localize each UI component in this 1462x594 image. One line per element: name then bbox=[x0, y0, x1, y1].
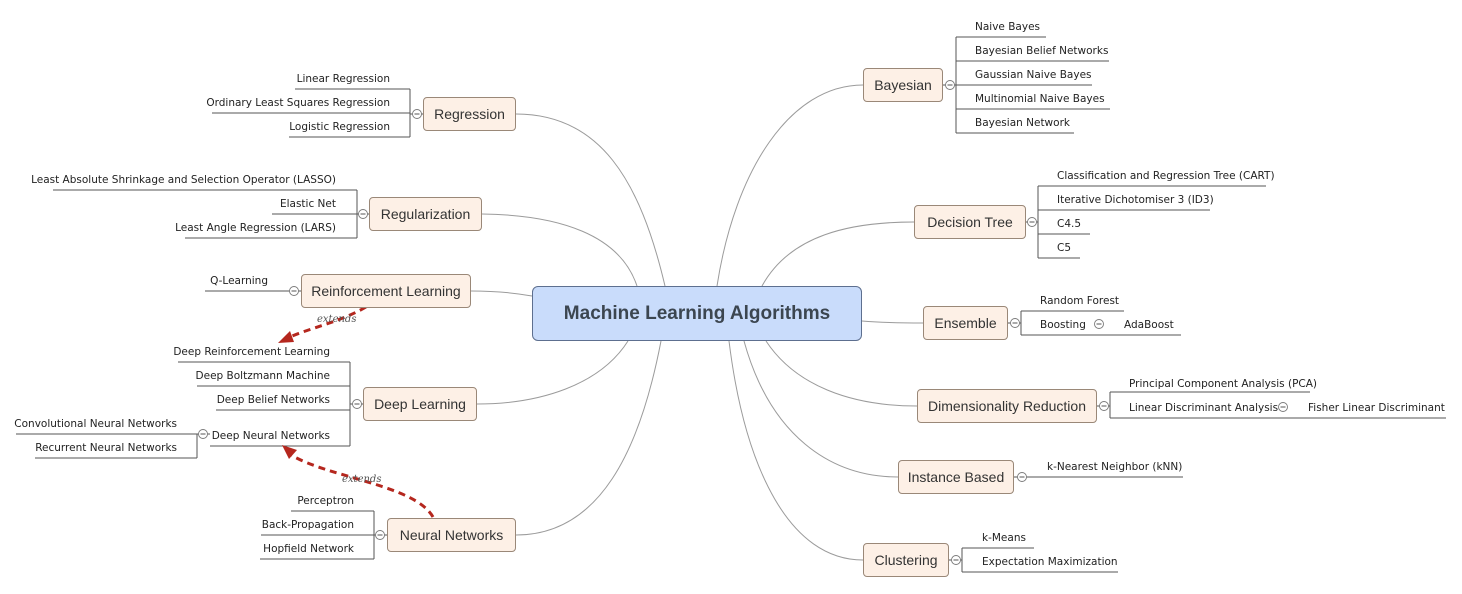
collapse-icon-deep-learning[interactable] bbox=[352, 399, 362, 409]
leaf-perceptron[interactable]: Perceptron bbox=[297, 495, 354, 507]
leaf-pca[interactable]: Principal Component Analysis (PCA) bbox=[1129, 378, 1318, 390]
branch-regression bbox=[515, 113, 666, 287]
leaf-bayesian-network[interactable]: Bayesian Network bbox=[975, 117, 1070, 129]
leaf-naive-bayes[interactable]: Naive Bayes bbox=[975, 21, 1040, 33]
leaf-c45[interactable]: C4.5 bbox=[1057, 218, 1082, 230]
branch-regularization bbox=[481, 213, 638, 287]
collapse-icon-bayesian[interactable] bbox=[945, 80, 955, 90]
topic-reinforcement-learning[interactable]: Reinforcement Learning bbox=[301, 274, 471, 308]
leaf-boosting[interactable]: Boosting bbox=[1040, 319, 1086, 331]
leaf-linear-regression[interactable]: Linear Regression bbox=[296, 73, 390, 85]
collapse-icon-neural-networks[interactable] bbox=[375, 530, 385, 540]
topic-neural-networks[interactable]: Neural Networks bbox=[387, 518, 516, 552]
topic-dimensionality-reduction[interactable]: Dimensionality Reduction bbox=[917, 389, 1097, 423]
relationship-label: extends bbox=[317, 314, 357, 325]
topic-regression[interactable]: Regression bbox=[423, 97, 516, 131]
leaf-convolutional-neural-networks[interactable]: Convolutional Neural Networks bbox=[14, 418, 177, 430]
topic-clustering[interactable]: Clustering bbox=[863, 543, 949, 577]
leaf-fisher-linear-discriminant[interactable]: Fisher Linear Discriminant bbox=[1308, 402, 1445, 414]
branch-deep-learning bbox=[476, 340, 629, 405]
collapse-icon-lda[interactable] bbox=[1278, 402, 1288, 412]
leaf-recurrent-neural-networks[interactable]: Recurrent Neural Networks bbox=[35, 442, 177, 454]
topic-decision-tree[interactable]: Decision Tree bbox=[914, 205, 1026, 239]
branch-neural-networks bbox=[515, 340, 662, 536]
branch-instance bbox=[743, 340, 899, 478]
collapse-icon-clustering[interactable] bbox=[951, 555, 961, 565]
leaf-deep-reinforcement-learning[interactable]: Deep Reinforcement Learning bbox=[173, 346, 330, 358]
relationship-line-reinforcement-deep-rl[interactable] bbox=[289, 305, 367, 339]
topic-instance-based[interactable]: Instance Based bbox=[898, 460, 1014, 494]
branch-reinforcement bbox=[470, 290, 533, 297]
leaf-elastic-net[interactable]: Elastic Net bbox=[279, 198, 336, 210]
leaf-expectation-maximization[interactable]: Expectation Maximization bbox=[982, 556, 1118, 568]
branch-decision-tree bbox=[761, 221, 915, 287]
collapse-icon-regularization[interactable] bbox=[358, 209, 368, 219]
collapse-toggles bbox=[198, 80, 1288, 565]
leaf-random-forest[interactable]: Random Forest bbox=[1040, 295, 1120, 307]
branch-dimensionality bbox=[765, 340, 918, 407]
topic-bayesian[interactable]: Bayesian bbox=[863, 68, 943, 102]
leaf-multinomial-naive-bayes[interactable]: Multinomial Naive Bayes bbox=[975, 93, 1105, 105]
leaf-k-means[interactable]: k-Means bbox=[982, 532, 1026, 544]
relationship-label: extends bbox=[342, 474, 382, 485]
topic-ensemble[interactable]: Ensemble bbox=[923, 306, 1008, 340]
collapse-icon-boosting[interactable] bbox=[1094, 319, 1104, 329]
leaf-knn[interactable]: k-Nearest Neighbor (kNN) bbox=[1047, 461, 1183, 473]
collapse-icon-deep-neural-networks[interactable] bbox=[198, 429, 208, 439]
branch-ensemble bbox=[861, 320, 924, 324]
leaf-cart[interactable]: Classification and Regression Tree (CART… bbox=[1057, 170, 1275, 182]
topic-regularization[interactable]: Regularization bbox=[369, 197, 482, 231]
branch-clustering bbox=[728, 340, 864, 561]
collapse-icon-ensemble[interactable] bbox=[1010, 318, 1020, 328]
collapse-icon-dimensionality[interactable] bbox=[1099, 401, 1109, 411]
branch-lines bbox=[470, 84, 924, 561]
topic-deep-learning[interactable]: Deep Learning bbox=[363, 387, 477, 421]
arrowhead-icon bbox=[278, 331, 294, 343]
leaf-hopfield-network[interactable]: Hopfield Network bbox=[263, 543, 354, 555]
central-topic[interactable]: Machine Learning Algorithms bbox=[532, 286, 862, 341]
leaf-lasso[interactable]: Least Absolute Shrinkage and Selection O… bbox=[31, 174, 336, 186]
collapse-icon-reinforcement[interactable] bbox=[289, 286, 299, 296]
leaf-adaboost[interactable]: AdaBoost bbox=[1124, 319, 1174, 331]
leaf-back-propagation[interactable]: Back-Propagation bbox=[261, 519, 354, 531]
leaf-logistic-regression[interactable]: Logistic Regression bbox=[289, 121, 390, 133]
relationships bbox=[278, 305, 435, 518]
leaf-deep-neural-networks[interactable]: Deep Neural Networks bbox=[211, 430, 330, 442]
leaf-ordinary-least-squares[interactable]: Ordinary Least Squares Regression bbox=[206, 97, 390, 109]
leaf-deep-boltzmann-machine[interactable]: Deep Boltzmann Machine bbox=[195, 370, 330, 382]
leaf-lda[interactable]: Linear Discriminant Analysis bbox=[1129, 402, 1279, 414]
collapse-icon-regression[interactable] bbox=[412, 109, 422, 119]
arrowhead-icon bbox=[282, 445, 297, 459]
collapse-icon-decision-tree[interactable] bbox=[1027, 217, 1037, 227]
leaf-lars[interactable]: Least Angle Regression (LARS) bbox=[175, 222, 336, 234]
leaf-c5[interactable]: C5 bbox=[1057, 242, 1072, 254]
leaf-id3[interactable]: Iterative Dichotomiser 3 (ID3) bbox=[1057, 194, 1214, 206]
leaf-deep-belief-networks[interactable]: Deep Belief Networks bbox=[216, 394, 330, 406]
branch-bayesian bbox=[716, 84, 864, 287]
collapse-icon-instance[interactable] bbox=[1017, 472, 1027, 482]
leaf-bayesian-belief-networks[interactable]: Bayesian Belief Networks bbox=[975, 45, 1109, 57]
leaf-gaussian-naive-bayes[interactable]: Gaussian Naive Bayes bbox=[975, 69, 1092, 81]
leaf-q-learning[interactable]: Q-Learning bbox=[210, 275, 268, 287]
relationship-line-neural-deep-neural[interactable] bbox=[290, 453, 435, 518]
